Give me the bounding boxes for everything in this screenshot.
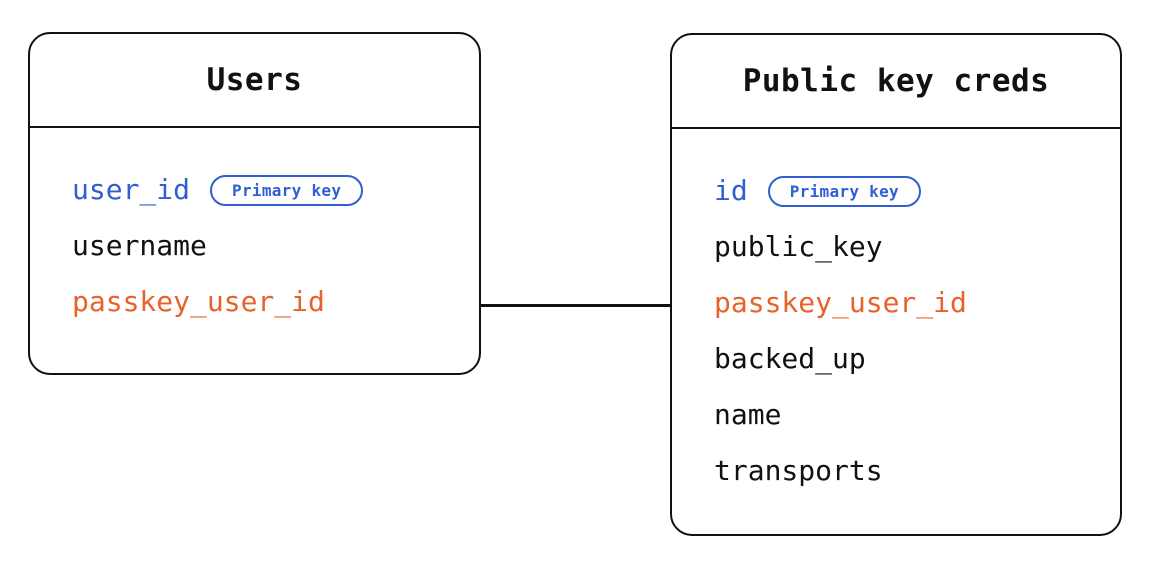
entity-users-header: Users (30, 34, 479, 128)
entity-public-key-creds-header: Public key creds (672, 35, 1120, 129)
field-row-name[interactable]: name (672, 387, 1120, 443)
relationship-connector-users-to-public-key-creds (479, 304, 673, 307)
primary-key-badge-user-id: Primary key (210, 174, 364, 206)
field-row-transports[interactable]: transports (672, 443, 1120, 499)
field-name-name: name (714, 398, 782, 431)
entity-public-key-creds[interactable]: Public key creds id Primary key public_k… (670, 33, 1122, 536)
field-row-passkey-user-id[interactable]: passkey_user_id (30, 274, 479, 330)
field-row-username[interactable]: username (30, 218, 479, 274)
field-name-id: id (714, 174, 748, 207)
field-row-public-key[interactable]: public_key (672, 219, 1120, 275)
field-name-user-id: user_id (72, 173, 191, 206)
primary-key-badge-id: Primary key (767, 175, 921, 207)
entity-users-title: Users (206, 62, 303, 98)
entity-users-field-list: user_id Primary key username passkey_use… (30, 128, 479, 373)
field-name-username: username (72, 229, 207, 262)
primary-key-badge-label: Primary key (789, 181, 899, 201)
primary-key-badge-label: Primary key (232, 180, 342, 200)
entity-public-key-creds-field-list: id Primary key public_key passkey_user_i… (672, 129, 1120, 534)
field-row-user-id[interactable]: user_id Primary key (30, 162, 479, 218)
field-name-passkey-user-id: passkey_user_id (72, 285, 325, 318)
entity-public-key-creds-title: Public key creds (742, 63, 1050, 99)
entity-users[interactable]: Users user_id Primary key username passk… (28, 32, 481, 375)
field-name-public-key: public_key (714, 230, 883, 263)
field-row-backed-up[interactable]: backed_up (672, 331, 1120, 387)
field-row-id[interactable]: id Primary key (672, 163, 1120, 219)
field-row-passkey-user-id[interactable]: passkey_user_id (672, 275, 1120, 331)
field-name-passkey-user-id: passkey_user_id (714, 286, 967, 319)
field-name-backed-up: backed_up (714, 342, 866, 375)
field-name-transports: transports (714, 454, 883, 487)
